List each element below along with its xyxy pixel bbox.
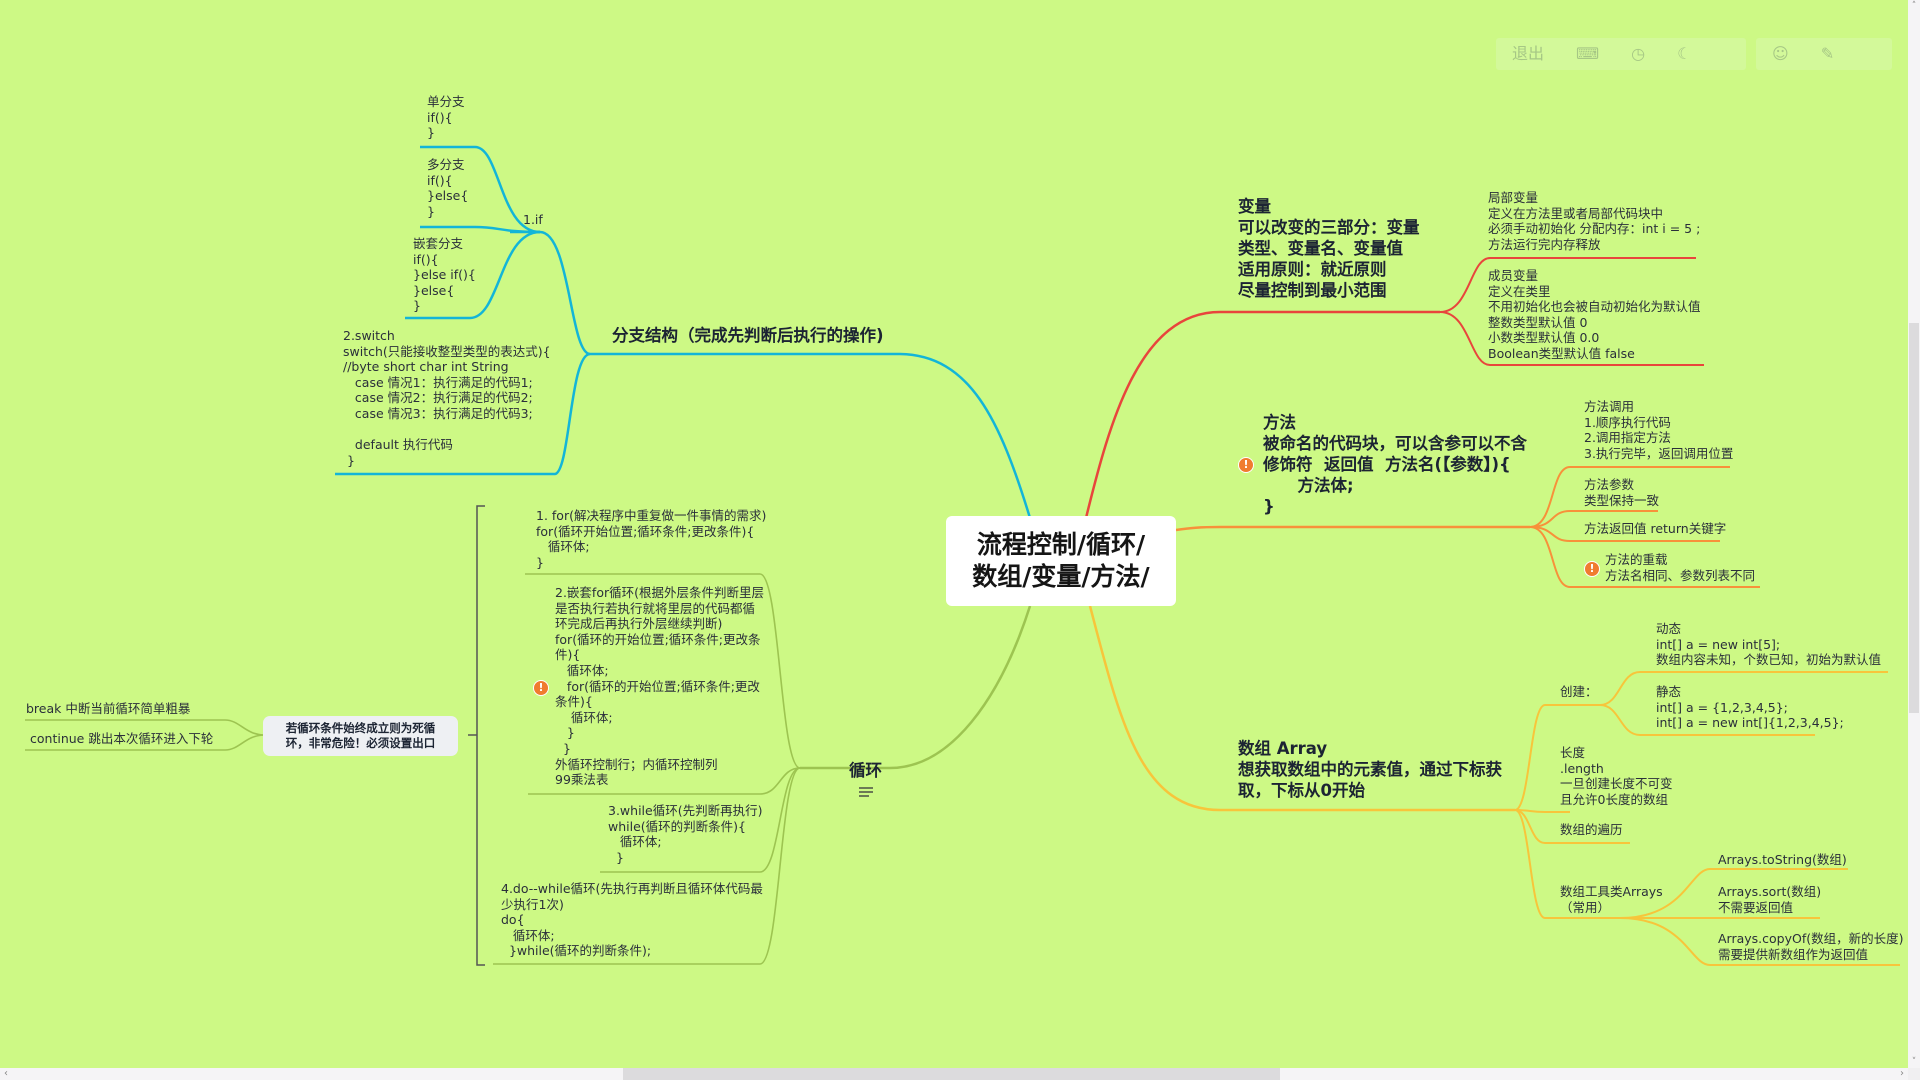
subtopic-if[interactable]: 1.if: [523, 212, 543, 227]
subtopic-array-traverse[interactable]: 数组的遍历: [1560, 822, 1623, 837]
topic-method[interactable]: 方法 被命名的代码块，可以含参可以不含 修饰符 返回值 方法名(【参数】){ 方…: [1263, 413, 1527, 516]
horizontal-scroll-thumb[interactable]: [623, 1068, 1280, 1080]
subtopic-array-create[interactable]: 创建：: [1560, 684, 1598, 699]
scrollbar-corner: [1908, 1068, 1920, 1080]
subtopic-array-static[interactable]: 静态 int[] a = {1,2,3,4,5}; int[] a = new …: [1656, 684, 1844, 731]
subtopic-method-call[interactable]: 方法调用 1.顺序执行代码 2.调用指定方法 3.执行完毕，返回调用位置: [1584, 399, 1734, 461]
subtopic-switch[interactable]: 2.switch switch(只能接收整型类型的表达式){ //byte sh…: [343, 328, 551, 468]
warning-icon: !: [1238, 457, 1254, 473]
subtopic-if-multi[interactable]: 多分支 if(){ }else{ }: [427, 157, 469, 219]
warning-icon: !: [1584, 561, 1600, 577]
vertical-scrollbar[interactable]: ˄ ˅: [1908, 0, 1920, 1068]
subtopic-local-variable[interactable]: 局部变量 定义在方法里或者局部代码块中 必须手动初始化 分配内存：int i =…: [1488, 190, 1701, 252]
subtopic-arrays-copyof[interactable]: Arrays.copyOf(数组，新的长度) 需要提供新数组作为返回值: [1718, 931, 1904, 962]
vertical-scroll-thumb[interactable]: [1909, 323, 1919, 713]
topic-variable[interactable]: 变量 可以改变的三部分：变量 类型、变量名、变量值 适用原则：就近原则 尽量控制…: [1238, 197, 1420, 300]
exit-button[interactable]: 退出: [1512, 44, 1545, 63]
subtopic-continue[interactable]: continue 跳出本次循环进入下轮: [30, 731, 214, 746]
subtopic-while[interactable]: 3.while循环(先判断再执行) while(循环的判断条件){ 循环体; }: [608, 803, 763, 865]
smiley-icon[interactable]: ☺: [1772, 44, 1789, 63]
central-topic[interactable]: 流程控制/循环/ 数组/变量/方法/: [946, 516, 1176, 606]
subtopic-array-length[interactable]: 长度 .length 一旦创建长度不可变 且允许0长度的数组: [1560, 745, 1673, 807]
subtopic-if-single[interactable]: 单分支 if(){ }: [427, 94, 465, 141]
subtopic-break[interactable]: break 中断当前循环简单粗暴: [26, 701, 191, 716]
subtopic-method-overload[interactable]: 方法的重载 方法名相同、参数列表不同: [1605, 552, 1756, 583]
topic-loop[interactable]: 循环: [826, 738, 882, 819]
subtopic-do-while[interactable]: 4.do--while循环(先执行再判断且循环体代码最 少执行1次) do{ 循…: [501, 881, 763, 959]
subtopic-if-nested[interactable]: 嵌套分支 if(){ }else if(){ }else{ }: [413, 236, 476, 314]
scroll-down-arrow-icon[interactable]: ˅: [1911, 1057, 1917, 1067]
scroll-right-arrow-icon[interactable]: ›: [1900, 1068, 1904, 1079]
subtopic-method-return[interactable]: 方法返回值 return关键字: [1584, 521, 1727, 536]
topic-array[interactable]: 数组 Array 想获取数组中的元素值，通过下标获 取，下标从0开始: [1238, 739, 1502, 800]
topic-branch-structure[interactable]: 分支结构（完成先判断后执行的操作): [612, 326, 884, 345]
moon-icon[interactable]: ☾: [1677, 44, 1692, 63]
subtopic-arrays-tostring[interactable]: Arrays.toString(数组): [1718, 852, 1847, 867]
topic-loop-label: 循环: [848, 761, 882, 780]
subtopic-method-params[interactable]: 方法参数 类型保持一致: [1584, 477, 1660, 508]
subtopic-arrays-sort[interactable]: Arrays.sort(数组) 不需要返回值: [1718, 884, 1822, 915]
subtopic-member-variable[interactable]: 成员变量 定义在类里 不用初始化也会被自动初始化为默认值 整数类型默认值 0 小…: [1488, 268, 1701, 361]
toolbar-group-right: ☺ ✎: [1756, 38, 1892, 70]
notes-icon[interactable]: [858, 785, 873, 799]
keyboard-icon[interactable]: ⌨: [1576, 44, 1600, 63]
subtopic-arrays-tools[interactable]: 数组工具类Arrays （常用）: [1560, 884, 1663, 915]
warning-icon: !: [533, 680, 549, 696]
scroll-left-arrow-icon[interactable]: ‹: [4, 1068, 8, 1079]
subtopic-nested-for[interactable]: 2.嵌套for循环(根据外层条件判断里层 是否执行若执行就将里层的代码都循 环完…: [555, 585, 764, 788]
toolbar-group-left: 退出 ⌨ ◷ ☾: [1496, 38, 1746, 70]
dead-loop-note[interactable]: 若循环条件始终成立则为死循 环，非常危险！必须设置出口: [263, 716, 458, 756]
subtopic-array-dynamic[interactable]: 动态 int[] a = new int[5]; 数组内容未知，个数已知，初始为…: [1656, 621, 1882, 668]
scroll-up-arrow-icon[interactable]: ˄: [1911, 1, 1917, 11]
subtopic-for[interactable]: 1. for(解决程序中重复做一件事情的需求) for(循环开始位置;循环条件;…: [536, 508, 767, 570]
presentation-toolbar: 退出 ⌨ ◷ ☾ ☺ ✎: [1496, 38, 1892, 70]
horizontal-scrollbar[interactable]: ‹ ›: [0, 1068, 1908, 1080]
clock-icon[interactable]: ◷: [1631, 44, 1646, 63]
pin-icon[interactable]: ✎: [1820, 44, 1835, 63]
